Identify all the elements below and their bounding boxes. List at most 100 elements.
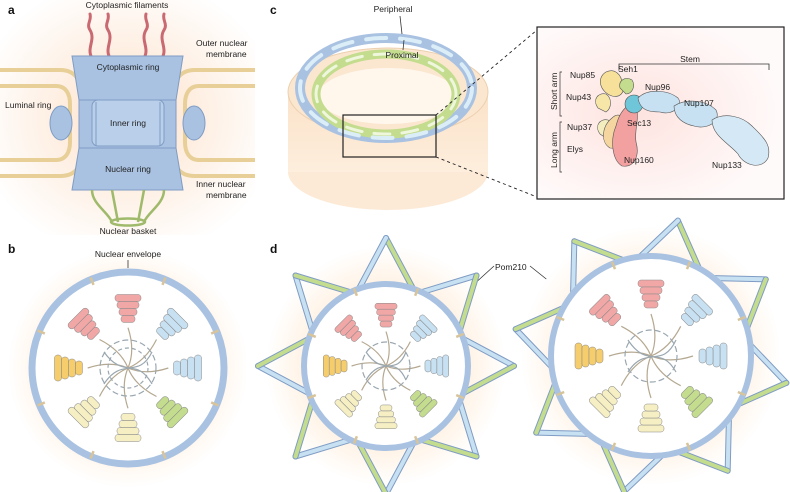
spoke-segment xyxy=(187,356,195,380)
spoke-segment xyxy=(643,300,659,309)
spoke-segment xyxy=(334,358,342,374)
envelope-tick xyxy=(36,329,46,335)
spoke-segment xyxy=(118,308,138,316)
spoke-3 xyxy=(424,354,449,378)
spoke-segment xyxy=(378,314,394,322)
spoke-linker xyxy=(621,325,652,357)
pom210-segment xyxy=(456,393,479,459)
label-pom210: Pom210 xyxy=(495,262,527,272)
envelope-tick xyxy=(556,390,565,397)
spoke-segment xyxy=(643,403,659,412)
label-outer-nuclear-1: Outer nuclear xyxy=(196,38,248,48)
spoke-segment xyxy=(442,354,449,378)
spoke-segment xyxy=(54,354,62,382)
y-complex-labels: Nup85 Seh1 Nup43 Nup96 Nup107 Nup37 Sec1… xyxy=(549,64,742,173)
spoke-6 xyxy=(589,385,622,418)
spoke-segment xyxy=(340,359,348,373)
luminal-ring-left xyxy=(49,105,73,141)
luminal-ring-right xyxy=(182,105,206,141)
seh1-shape xyxy=(619,78,634,95)
pom210-segment xyxy=(256,364,316,398)
label-nup43: Nup43 xyxy=(566,92,591,102)
label-nuclear-ring: Nuclear ring xyxy=(105,164,151,174)
y-complex-ring xyxy=(295,33,477,143)
envelope-tick xyxy=(455,332,465,339)
spoke-1 xyxy=(374,303,398,328)
label-nup133: Nup133 xyxy=(712,160,742,170)
channel-lines xyxy=(95,102,161,146)
npc-d-right xyxy=(512,217,790,492)
pom210-segment xyxy=(293,436,359,459)
spoke-segment xyxy=(436,356,444,376)
spoke-segment xyxy=(374,422,398,429)
spokes-b xyxy=(36,276,220,460)
label-outer-nuclear-2: membrane xyxy=(206,49,247,59)
envelope-tick xyxy=(307,393,317,400)
envelope-tick xyxy=(307,332,317,339)
spoke-linker xyxy=(385,341,411,367)
spoke-8 xyxy=(589,294,622,327)
filament-1 xyxy=(87,12,94,60)
spoke-1 xyxy=(114,294,142,323)
envelope-tick xyxy=(161,450,167,460)
pom210-segment xyxy=(354,236,388,296)
spoke-segment xyxy=(588,346,597,366)
zoom-line-top xyxy=(435,29,538,116)
envelope-tick xyxy=(89,276,95,286)
spoke-linker xyxy=(127,367,169,373)
label-elys: Elys xyxy=(567,144,583,154)
spoke-segment xyxy=(410,330,422,342)
spoke-segment xyxy=(719,342,728,370)
proximal-highlights xyxy=(314,52,458,136)
spoke-segment xyxy=(637,424,665,433)
spoke-segment xyxy=(118,420,138,428)
label-nup96: Nup96 xyxy=(645,82,670,92)
spoke-segment xyxy=(608,313,622,327)
spoke-segment xyxy=(595,348,604,364)
spoke-segment xyxy=(376,416,396,424)
spoke-1 xyxy=(637,279,665,309)
spoke-segment xyxy=(608,385,622,399)
filament-2 xyxy=(105,12,112,60)
label-inner-nuclear-1: Inner nuclear xyxy=(196,179,246,189)
label-inner-ring: Inner ring xyxy=(110,118,146,128)
panel-a: a Cytoplasmic filaments Cytoplasm xyxy=(0,0,255,236)
envelope-tick xyxy=(610,261,617,270)
spoke-5 xyxy=(637,403,665,433)
spoke-2 xyxy=(680,294,713,327)
label-cytoplasmic-ring: Cytoplasmic ring xyxy=(97,62,160,72)
label-peripheral: Peripheral xyxy=(374,4,413,14)
label-luminal-ring: Luminal ring xyxy=(5,100,52,110)
spoke-segment xyxy=(424,359,432,373)
label-nup160: Nup160 xyxy=(624,155,654,165)
spoke-segment xyxy=(641,293,661,302)
spoke-segment xyxy=(581,344,590,368)
spoke-segment xyxy=(156,326,170,340)
spoke-segment xyxy=(116,301,140,309)
envelope-tick xyxy=(685,261,692,270)
tangle-d-right xyxy=(624,329,678,383)
pom210-segment xyxy=(456,273,479,339)
spoke-segment xyxy=(114,434,142,442)
peripheral-highlights xyxy=(298,36,474,140)
nup107-shape xyxy=(673,100,718,128)
spoke-linker xyxy=(608,351,652,357)
label-sec13: Sec13 xyxy=(627,118,651,128)
pom210-segment xyxy=(384,236,418,296)
spoke-segment xyxy=(86,396,100,410)
spoke-8 xyxy=(334,314,362,342)
spoke-segment xyxy=(639,286,663,295)
spoke-segment xyxy=(680,385,694,399)
spoke-5 xyxy=(374,404,398,429)
pom210-segment xyxy=(413,273,479,296)
pom210-segment xyxy=(384,436,418,492)
label-inner-nuclear-2: membrane xyxy=(206,190,247,200)
spoke-segment xyxy=(378,410,394,418)
label-nup37: Nup37 xyxy=(567,122,592,132)
spokes-d-left xyxy=(307,287,465,445)
zoom-selection-box xyxy=(342,114,437,158)
pom210-segment xyxy=(456,334,516,368)
spoke-segment xyxy=(86,326,100,340)
spoke-7 xyxy=(54,354,83,382)
spoke-segment xyxy=(705,346,714,366)
